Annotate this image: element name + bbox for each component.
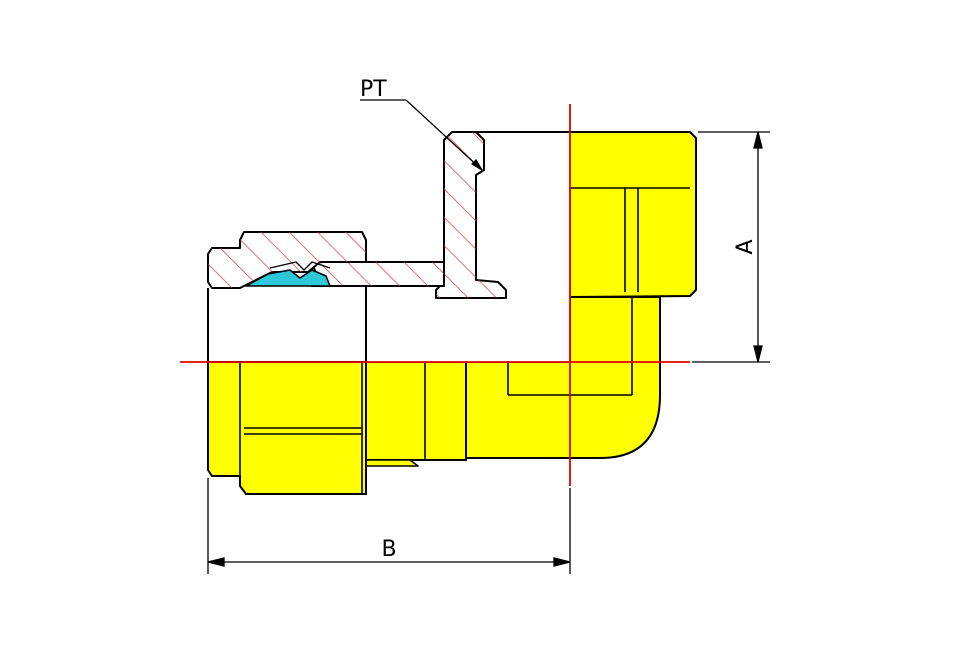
collar (365, 361, 467, 461)
thread-label: PT (360, 77, 387, 102)
elbow-lower (465, 296, 661, 459)
dimension-b-label: B (381, 537, 396, 562)
section-view (207, 131, 570, 362)
dimension-a-label: A (733, 239, 758, 254)
dimension-a (692, 131, 770, 363)
dimension-b (207, 478, 571, 574)
thread-callout (360, 99, 483, 171)
seal-ring (245, 269, 331, 287)
centerlines (180, 104, 690, 486)
